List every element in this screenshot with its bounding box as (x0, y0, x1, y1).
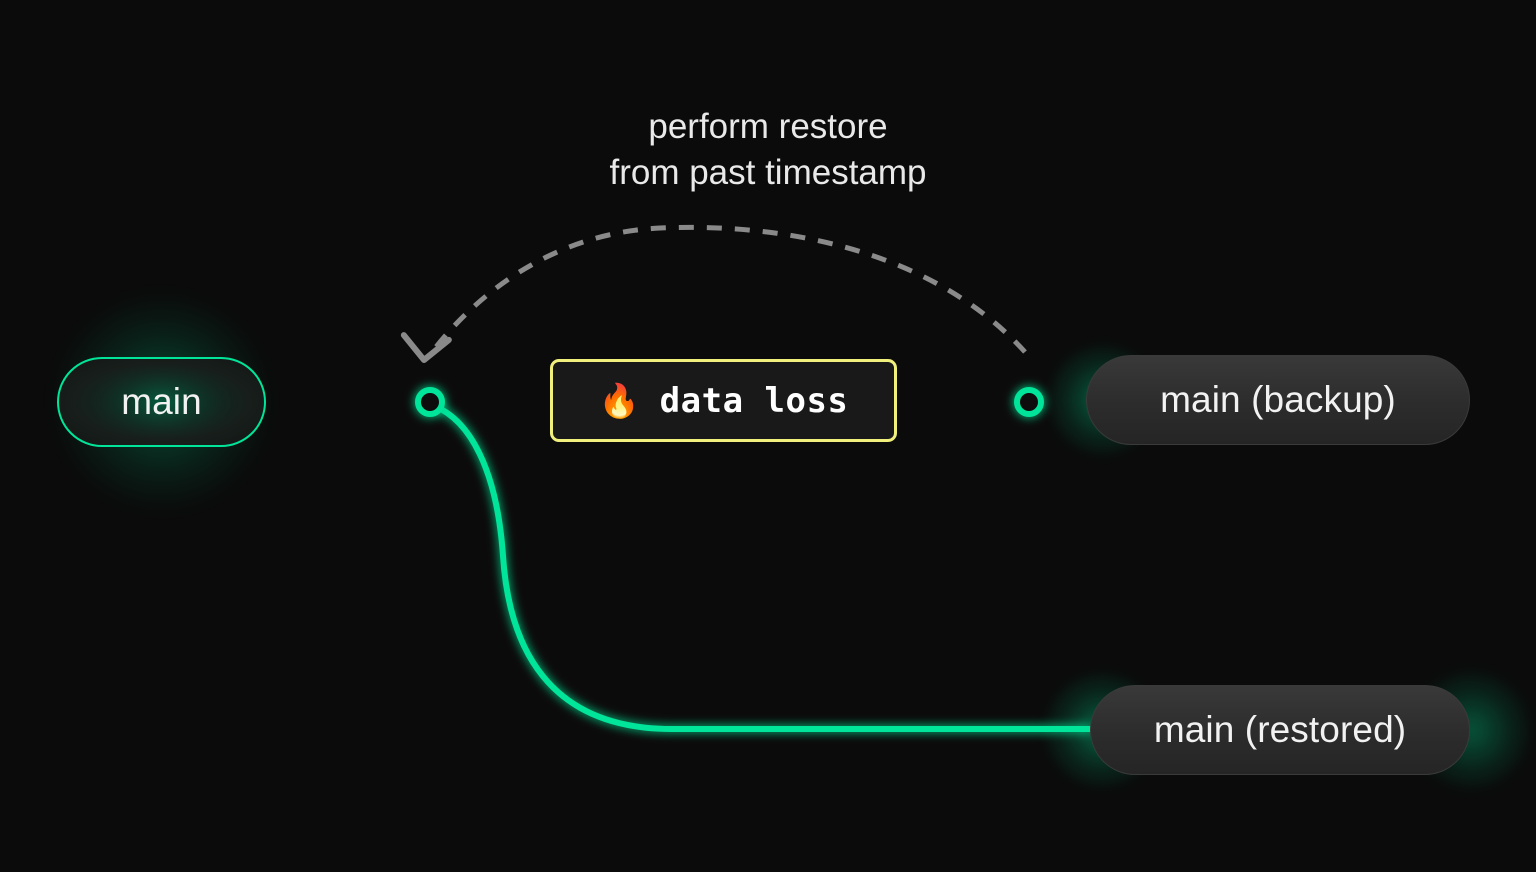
fire-icon: 🔥 (598, 382, 640, 419)
node-main-backup-label: main (backup) (1160, 379, 1396, 420)
restore-arrow-head-icon (400, 332, 452, 363)
restore-caption: perform restore from past timestamp (609, 107, 927, 192)
data-loss-label: data loss (659, 380, 849, 421)
node-main-backup[interactable]: main (backup) (1086, 355, 1470, 445)
branch-point-circle (415, 387, 445, 417)
node-main[interactable]: main (57, 357, 266, 447)
edge-branch-to-restored (431, 403, 1093, 732)
data-loss-event-box: 🔥 data loss (550, 359, 897, 442)
node-main-restored-label: main (restored) (1153, 709, 1407, 750)
node-main-restored[interactable]: main (restored) (1090, 685, 1470, 775)
restore-arrow-path (430, 224, 1027, 354)
node-main-label: main (121, 381, 202, 422)
backup-point-circle (1014, 387, 1044, 417)
